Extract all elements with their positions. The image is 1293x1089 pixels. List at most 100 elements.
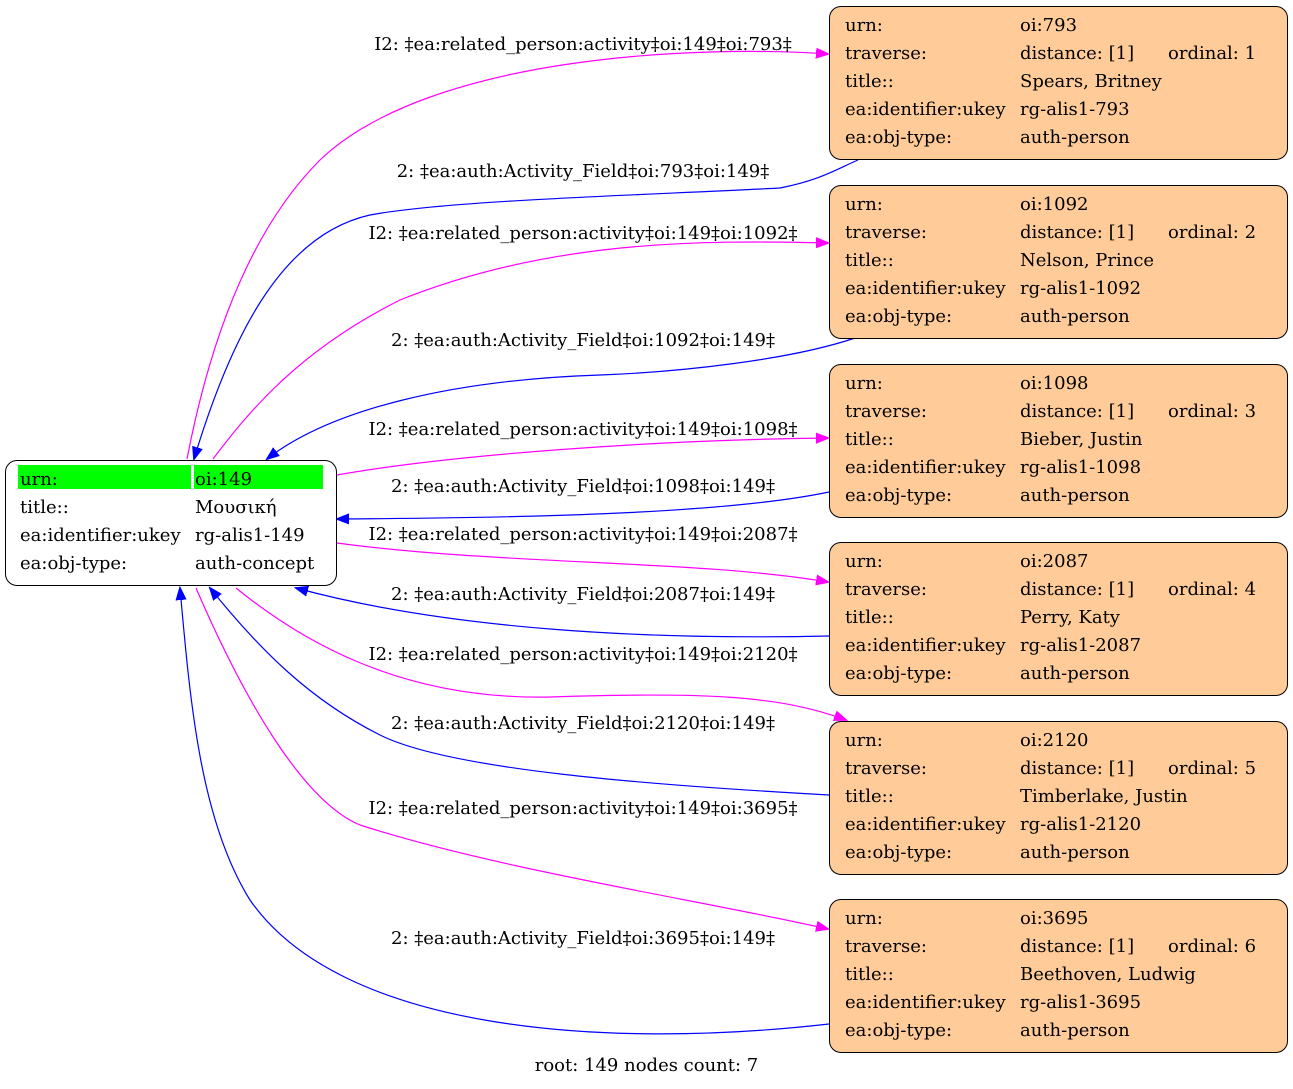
person-node-2087[interactable]: urn:oi:2087 traverse: distance: [1] ordina… bbox=[829, 542, 1288, 696]
person-distance: distance: [1] bbox=[1020, 43, 1135, 64]
root-value: auth-concept bbox=[195, 553, 315, 574]
person-key: ea:identifier:ukey bbox=[845, 635, 1006, 656]
person-row-obj-type: ea:obj-type:auth-person bbox=[830, 839, 1287, 867]
edge-label-out-1: I2: ‡ea:related_person:activity‡oi:149‡o… bbox=[374, 34, 792, 55]
person-ordinal: ordinal: 5 bbox=[1168, 758, 1257, 779]
person-key: ea:obj-type: bbox=[845, 1020, 953, 1041]
person-ordinal: ordinal: 4 bbox=[1168, 579, 1257, 600]
person-ukey: rg-alis1-1098 bbox=[1020, 457, 1142, 478]
person-row-urn: urn: oi:1092 bbox=[830, 191, 1287, 219]
root-key: urn: bbox=[20, 469, 58, 490]
edge-in-3 bbox=[337, 491, 830, 519]
person-ordinal: ordinal: 6 bbox=[1168, 936, 1257, 957]
person-row-ukey: ea:identifier:ukey rg-alis1-3695 bbox=[830, 989, 1287, 1017]
edge-label-out-4: I2: ‡ea:related_person:activity‡oi:149‡o… bbox=[368, 524, 797, 545]
person-key: title:: bbox=[845, 429, 894, 450]
person-distance: distance: [1] bbox=[1020, 936, 1135, 957]
person-key: traverse: bbox=[845, 579, 927, 600]
person-row-obj-type: ea:obj-type:auth-person bbox=[830, 482, 1287, 510]
person-key: title:: bbox=[845, 964, 894, 985]
edge-label-in-1: 2: ‡ea:auth:Activity_Field‡oi:793‡oi:149… bbox=[397, 161, 770, 182]
person-row-title: title::Beethoven, Ludwig bbox=[830, 961, 1287, 989]
edge-label-out-6: I2: ‡ea:related_person:activity‡oi:149‡o… bbox=[368, 798, 797, 819]
person-obj-type: auth-person bbox=[1020, 306, 1130, 327]
person-key: title:: bbox=[845, 71, 894, 92]
person-title: Nelson, Prince bbox=[1020, 250, 1155, 271]
person-obj-type: auth-person bbox=[1020, 1020, 1130, 1041]
person-title: Spears, Britney bbox=[1020, 71, 1162, 92]
root-key: ea:obj-type: bbox=[20, 553, 128, 574]
edge-label-in-4: 2: ‡ea:auth:Activity_Field‡oi:2087‡oi:14… bbox=[391, 584, 775, 605]
person-urn: oi:3695 bbox=[1020, 908, 1089, 929]
person-row-urn: urn:oi:793 bbox=[830, 12, 1287, 40]
person-key: ea:obj-type: bbox=[845, 306, 953, 327]
edge-label-in-6: 2: ‡ea:auth:Activity_Field‡oi:3695‡oi:14… bbox=[391, 928, 775, 949]
person-row-obj-type: ea:obj-type: auth-person bbox=[830, 1017, 1287, 1045]
person-ukey: rg-alis1-1092 bbox=[1020, 278, 1142, 299]
person-obj-type: auth-person bbox=[1020, 663, 1130, 684]
person-title: Beethoven, Ludwig bbox=[1020, 964, 1196, 985]
person-node-1092[interactable]: urn:oi:1092 traverse:distance: [1]ordina… bbox=[829, 185, 1288, 339]
root-value: Μουσική bbox=[195, 497, 277, 518]
person-key: ea:obj-type: bbox=[845, 127, 953, 148]
person-distance: distance: [1] bbox=[1020, 401, 1135, 422]
graph-footer: root: 149 nodes count: 7 bbox=[534, 1055, 759, 1076]
person-title: Perry, Katy bbox=[1020, 607, 1120, 628]
person-row-urn: urn: oi:2120 bbox=[830, 727, 1287, 755]
person-ukey: rg-alis1-793 bbox=[1020, 99, 1130, 120]
person-key: title:: bbox=[845, 607, 894, 628]
root-key: title:: bbox=[20, 497, 69, 518]
person-key: ea:identifier:ukey bbox=[845, 992, 1006, 1013]
person-node-1098[interactable]: urn:oi:1098 traverse:distance: [1]ordina… bbox=[829, 364, 1288, 518]
person-title: Timberlake, Justin bbox=[1020, 786, 1188, 807]
root-node[interactable]: urn: oi:149 title:: Μουσική ea:identifie… bbox=[5, 460, 337, 586]
root-key: ea:identifier:ukey bbox=[20, 525, 181, 546]
edge-label-in-5: 2: ‡ea:auth:Activity_Field‡oi:2120‡oi:14… bbox=[391, 713, 775, 734]
person-obj-type: auth-person bbox=[1020, 842, 1130, 863]
person-key: title:: bbox=[845, 786, 894, 807]
person-row-urn: urn: oi:3695 bbox=[830, 905, 1287, 933]
person-obj-type: auth-person bbox=[1020, 127, 1130, 148]
person-node-2120[interactable]: urn:oi:2120 traverse:distance: [1]ordina… bbox=[829, 721, 1288, 875]
person-row-title: title::Bieber, Justin bbox=[830, 426, 1287, 454]
person-key: urn: bbox=[845, 908, 883, 929]
person-row-title: title::Nelson, Prince bbox=[830, 247, 1287, 275]
person-key: traverse: bbox=[845, 936, 927, 957]
edge-in-1 bbox=[194, 159, 859, 459]
person-distance: distance: [1] bbox=[1020, 758, 1135, 779]
person-node-3695[interactable]: urn: oi:3695 traverse: distance: [1] ordina… bbox=[829, 899, 1288, 1053]
person-key: ea:identifier:ukey bbox=[845, 278, 1006, 299]
person-row-ukey: ea:identifier:ukey rg-alis1-793 bbox=[830, 96, 1287, 124]
person-ordinal: ordinal: 2 bbox=[1168, 222, 1257, 243]
person-ukey: rg-alis1-3695 bbox=[1020, 992, 1142, 1013]
person-row-traverse: traverse:distance: [1]ordinal: 5 bbox=[830, 755, 1287, 783]
person-key: traverse: bbox=[845, 43, 927, 64]
person-key: urn: bbox=[845, 730, 883, 751]
person-key: ea:identifier:ukey bbox=[845, 814, 1006, 835]
person-urn: oi:1092 bbox=[1020, 194, 1089, 215]
root-row-obj-type: ea:obj-type: auth-concept bbox=[6, 550, 336, 578]
person-row-urn: urn:oi:1098 bbox=[830, 370, 1287, 398]
person-key: title:: bbox=[845, 250, 894, 271]
person-ukey: rg-alis1-2120 bbox=[1020, 814, 1142, 835]
person-node-793[interactable]: urn:oi:793 traverse:distance: [1]ordinal… bbox=[829, 6, 1288, 160]
person-row-ukey: ea:identifier:ukey rg-alis1-2120 bbox=[830, 811, 1287, 839]
person-urn: oi:1098 bbox=[1020, 373, 1089, 394]
person-row-title: title::Timberlake, Justin bbox=[830, 783, 1287, 811]
edge-label-in-3: 2: ‡ea:auth:Activity_Field‡oi:1098‡oi:14… bbox=[391, 476, 775, 497]
person-key: urn: bbox=[845, 194, 883, 215]
person-urn: oi:2120 bbox=[1020, 730, 1089, 751]
person-ordinal: ordinal: 3 bbox=[1168, 401, 1257, 422]
person-row-ukey: ea:identifier:ukey rg-alis1-1092 bbox=[830, 275, 1287, 303]
person-key: ea:identifier:ukey bbox=[845, 457, 1006, 478]
root-urn-value-highlight bbox=[194, 465, 323, 489]
person-distance: distance: [1] bbox=[1020, 579, 1135, 600]
person-row-obj-type: ea:obj-type: auth-person bbox=[830, 303, 1287, 331]
edge-out-6 bbox=[195, 587, 828, 929]
person-urn: oi:793 bbox=[1020, 15, 1078, 36]
person-row-urn: urn:oi:2087 bbox=[830, 548, 1287, 576]
person-row-traverse: traverse:distance: [1]ordinal: 1 bbox=[830, 40, 1287, 68]
person-key: ea:identifier:ukey bbox=[845, 99, 1006, 120]
